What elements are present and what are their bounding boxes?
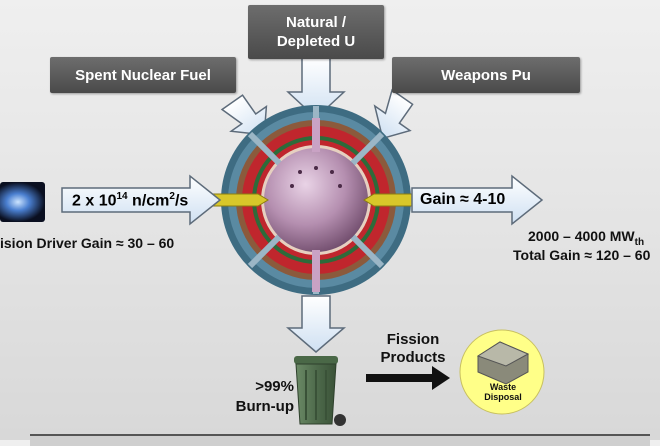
total-gain-text: Total Gain ≈ 120 – 60 xyxy=(513,247,651,263)
flux-suffix: n/cm xyxy=(127,192,170,210)
depleted-u-label: Depleted U xyxy=(276,33,356,50)
spent-nuclear-fuel-box: Spent Nuclear Fuel xyxy=(50,57,236,93)
fission-label: Fission xyxy=(386,331,440,348)
weapons-pu-label: Weapons Pu xyxy=(441,66,531,84)
fusion-chamber-sphere xyxy=(264,148,368,252)
flux-prefix: 2 x 10 xyxy=(72,192,117,210)
thermal-power-value: 2000 – 4000 MW xyxy=(528,228,635,244)
weapons-pu-box: Weapons Pu xyxy=(392,57,580,93)
sphere-ports xyxy=(290,166,342,188)
bottom-divider xyxy=(30,434,650,446)
flux-unit-tail: /s xyxy=(174,192,189,210)
flux-unit-exponent: 2 xyxy=(169,191,175,202)
waste-label: Waste xyxy=(489,382,517,392)
burnup-arrow xyxy=(285,295,347,353)
waste-disposal-icon xyxy=(459,329,545,415)
input-flux-arrow xyxy=(61,174,222,226)
weapons-pu-arrow xyxy=(373,88,414,140)
thermal-power-text: 2000 – 4000 MWth xyxy=(528,228,644,248)
products-label: Products xyxy=(380,349,446,366)
fission-products-arrow xyxy=(366,366,450,390)
output-gain-arrow xyxy=(411,174,544,226)
thermal-power-subscript: th xyxy=(634,236,645,248)
disposal-label: Disposal xyxy=(484,392,522,402)
natural-label: Natural / xyxy=(285,14,346,31)
fusion-driver-gain-text: ision Driver Gain ≈ 30 – 60 xyxy=(0,235,175,251)
laser-driver-icon xyxy=(0,182,45,222)
spent-nuclear-fuel-label: Spent Nuclear Fuel xyxy=(75,66,211,84)
output-gain-label: Gain ≈ 4-10 xyxy=(420,191,506,208)
flux-exponent: 14 xyxy=(116,191,128,202)
natural-depleted-u-box: Natural / Depleted U xyxy=(248,5,384,59)
trash-bin-icon xyxy=(294,356,346,426)
burnup-label: Burn-up xyxy=(235,398,294,415)
input-flux-label: 2 x 1014 n/cm2/s xyxy=(72,191,188,210)
natural-uranium-arrow xyxy=(286,57,346,120)
burnup-percent: >99% xyxy=(255,378,294,395)
